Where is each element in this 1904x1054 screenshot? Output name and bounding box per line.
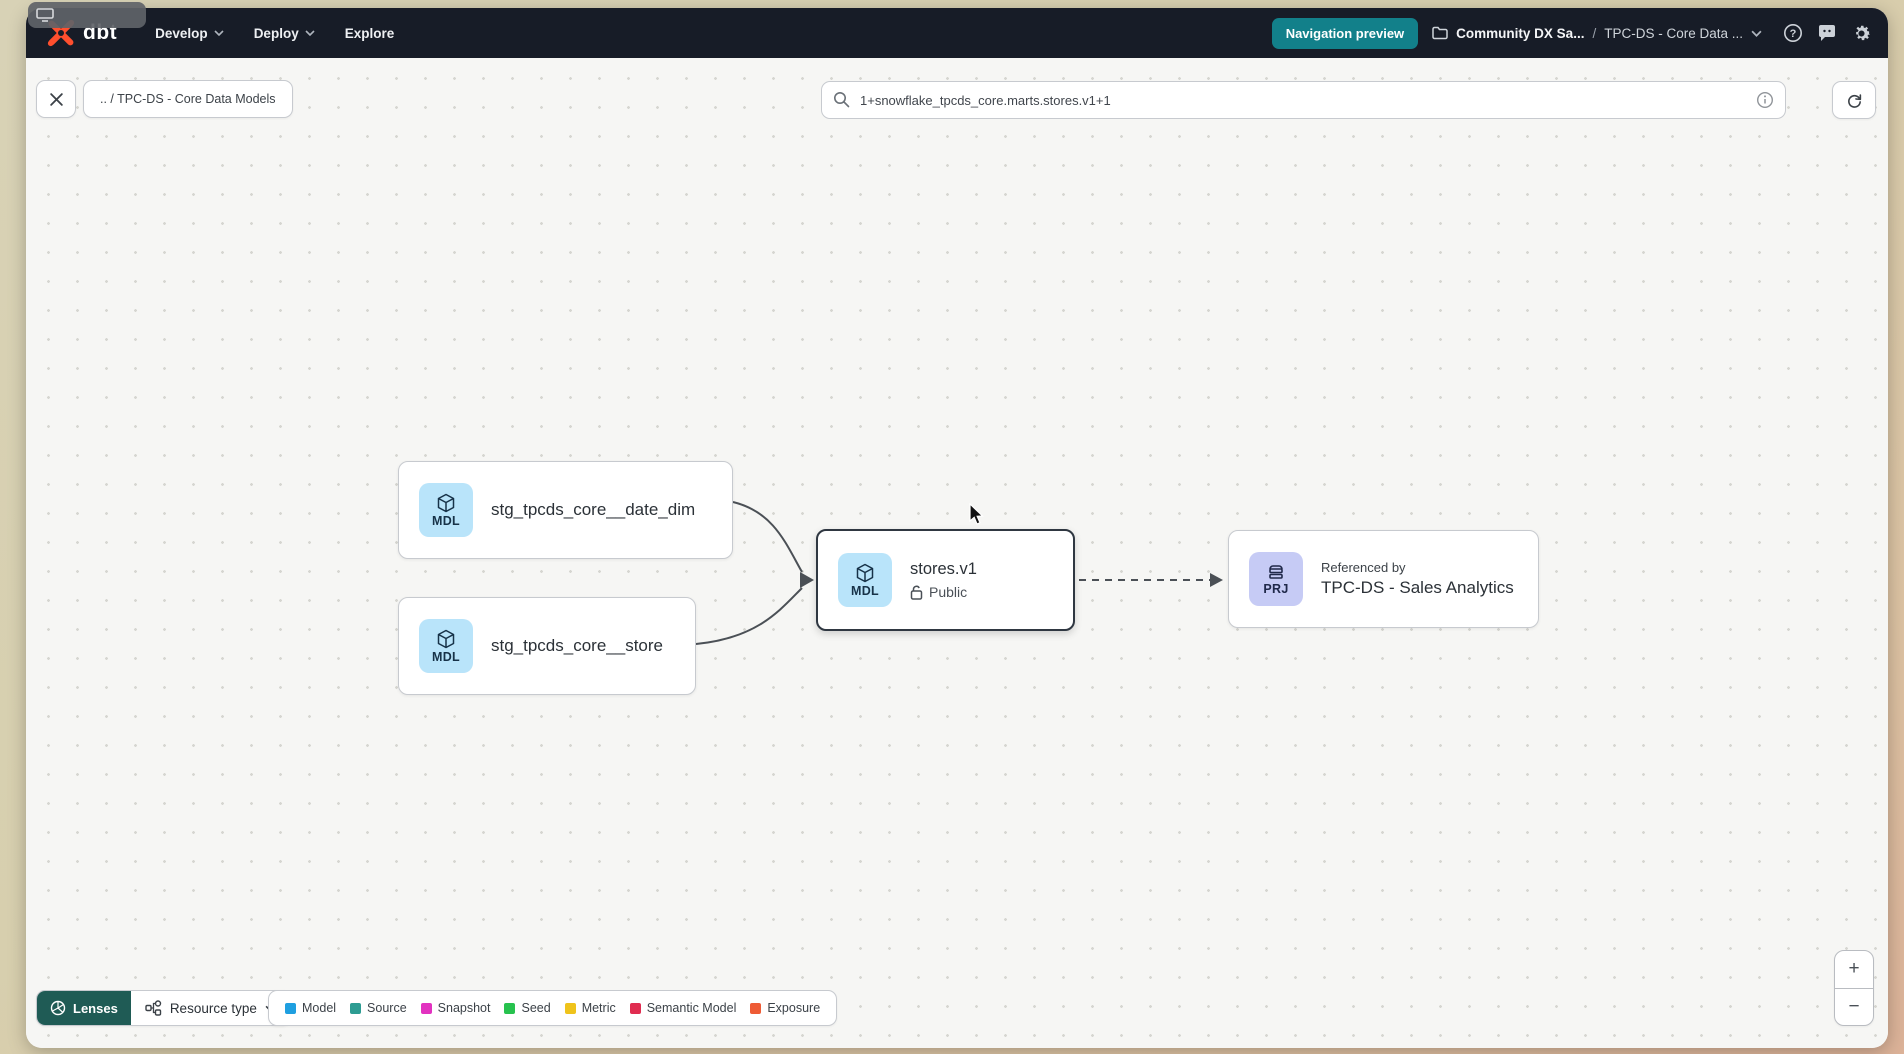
legend-item-seed: Seed [504, 1001, 551, 1015]
legend-swatch [504, 1002, 516, 1014]
top-navbar: dbt Develop Deploy Explore Navigation pr… [26, 8, 1888, 58]
legend-swatch [285, 1002, 296, 1014]
legend-label: Metric [581, 1001, 616, 1015]
legend-item-metric: Metric [564, 1001, 616, 1015]
legend-swatch [350, 1002, 362, 1014]
refresh-lineage-button[interactable] [1832, 81, 1876, 119]
legend-label: Source [367, 1001, 407, 1015]
close-lineage-button[interactable] [36, 80, 76, 118]
access-label: Public [929, 584, 968, 600]
menu-explore-label: Explore [344, 25, 395, 41]
node-label: TPC-DS - Sales Analytics [1321, 578, 1514, 597]
legend-label: Model [302, 1001, 337, 1015]
menu-develop-label: Develop [155, 25, 208, 41]
legend-item-snapshot: Snapshot [420, 1001, 491, 1015]
menu-explore[interactable]: Explore [333, 18, 407, 49]
mouse-cursor [969, 503, 984, 525]
node-label: stg_tpcds_core__store [491, 636, 663, 655]
badge-code: MDL [851, 583, 879, 598]
badge-code: MDL [432, 513, 460, 528]
navigation-preview-badge[interactable]: Navigation preview [1271, 17, 1419, 49]
node-label: stores.v1 [910, 560, 977, 578]
access-row: Public [910, 584, 977, 600]
chevron-down-icon [214, 30, 224, 36]
chevron-down-icon[interactable] [1751, 30, 1762, 37]
legend-label: Exposure [767, 1001, 821, 1015]
search-input[interactable] [821, 81, 1786, 119]
resource-type-dropdown[interactable]: Resource type [130, 991, 290, 1025]
screen-share-pill [28, 2, 146, 28]
breadcrumb[interactable]: Community DX Sa... / TPC-DS - Core Data … [1432, 26, 1762, 41]
lineage-breadcrumb-chip[interactable]: .. / TPC-DS - Core Data Models [83, 80, 293, 118]
chevron-down-icon [305, 30, 315, 36]
zoom-in-button[interactable]: + [1835, 951, 1873, 989]
legend-swatch [564, 1002, 576, 1014]
badge-code: MDL [432, 649, 460, 664]
zoom-out-button[interactable]: − [1848, 995, 1860, 1017]
menu-deploy[interactable]: Deploy [242, 18, 327, 49]
model-badge: MDL [419, 619, 473, 673]
info-icon[interactable] [1756, 91, 1774, 109]
breadcrumb-section[interactable]: TPC-DS - Core Data ... [1604, 25, 1743, 41]
search-icon [834, 92, 850, 108]
feedback-icon[interactable] [1816, 22, 1838, 44]
resource-type-label: Resource type [169, 1000, 257, 1016]
resource-legend: Model Source Snapshot Seed Metric Semant… [268, 990, 838, 1026]
legend-item-model: Model [285, 1001, 336, 1015]
legend-item-exposure: Exposure [750, 1001, 820, 1015]
legend-item-source: Source [350, 1001, 407, 1015]
model-badge: MDL [419, 483, 473, 537]
cube-icon [437, 629, 455, 648]
close-icon [49, 92, 63, 106]
node-stg-tpcds-core-store[interactable]: MDL stg_tpcds_core__store [398, 597, 696, 695]
legend-label: Snapshot [437, 1001, 491, 1015]
menu-deploy-label: Deploy [253, 25, 299, 41]
cube-icon [437, 493, 455, 512]
legend-label: Seed [521, 1001, 551, 1015]
navbar-right: Navigation preview Community DX Sa... / … [1271, 17, 1872, 49]
node-stg-tpcds-core-date-dim[interactable]: MDL stg_tpcds_core__date_dim [398, 461, 733, 559]
lenses-icon [50, 1000, 66, 1016]
menu-develop[interactable]: Develop [143, 18, 236, 49]
app-window: dbt Develop Deploy Explore Navigation pr… [26, 8, 1888, 1048]
legend-item-semantic-model: Semantic Model [629, 1001, 737, 1015]
cube-icon [856, 563, 874, 582]
navbar-icon-group: ? [1782, 22, 1872, 44]
node-stores-v1[interactable]: MDL stores.v1 Public [816, 529, 1075, 631]
breadcrumb-project[interactable]: Community DX Sa... [1456, 25, 1585, 41]
node-text-block: Referenced by TPC-DS - Sales Analytics [1321, 560, 1514, 598]
display-icon [36, 8, 54, 22]
legend-swatch [420, 1002, 432, 1014]
settings-gear-icon[interactable] [1850, 22, 1872, 44]
refresh-icon [1847, 93, 1861, 108]
legend-label: Semantic Model [646, 1001, 737, 1015]
svg-text:?: ? [1790, 28, 1797, 40]
help-icon[interactable]: ? [1782, 22, 1804, 44]
model-badge: MDL [838, 553, 892, 607]
referenced-by-label: Referenced by [1321, 560, 1406, 575]
legend-swatch [750, 1002, 762, 1014]
lens-controls: Lenses Resource type [36, 990, 291, 1026]
badge-code: PRJ [1263, 581, 1289, 596]
folder-icon [1432, 26, 1448, 40]
legend-swatch [629, 1002, 641, 1014]
main-menu: Develop Deploy Explore [143, 18, 406, 49]
lenses-label: Lenses [73, 1000, 118, 1016]
lenses-button[interactable]: Lenses [37, 991, 131, 1025]
lineage-search [821, 81, 1786, 119]
canvas-zoom-controls: + − [1834, 950, 1874, 1026]
node-text-block: stores.v1 Public [910, 560, 977, 600]
node-tpcds-sales-analytics[interactable]: PRJ Referenced by TPC-DS - Sales Analyti… [1228, 530, 1539, 628]
breadcrumb-separator: / [1592, 25, 1597, 41]
resource-type-icon [145, 1000, 162, 1016]
node-label: stg_tpcds_core__date_dim [491, 500, 696, 519]
project-badge: PRJ [1249, 552, 1303, 606]
stack-icon [1269, 564, 1283, 579]
lock-open-icon [910, 585, 923, 600]
